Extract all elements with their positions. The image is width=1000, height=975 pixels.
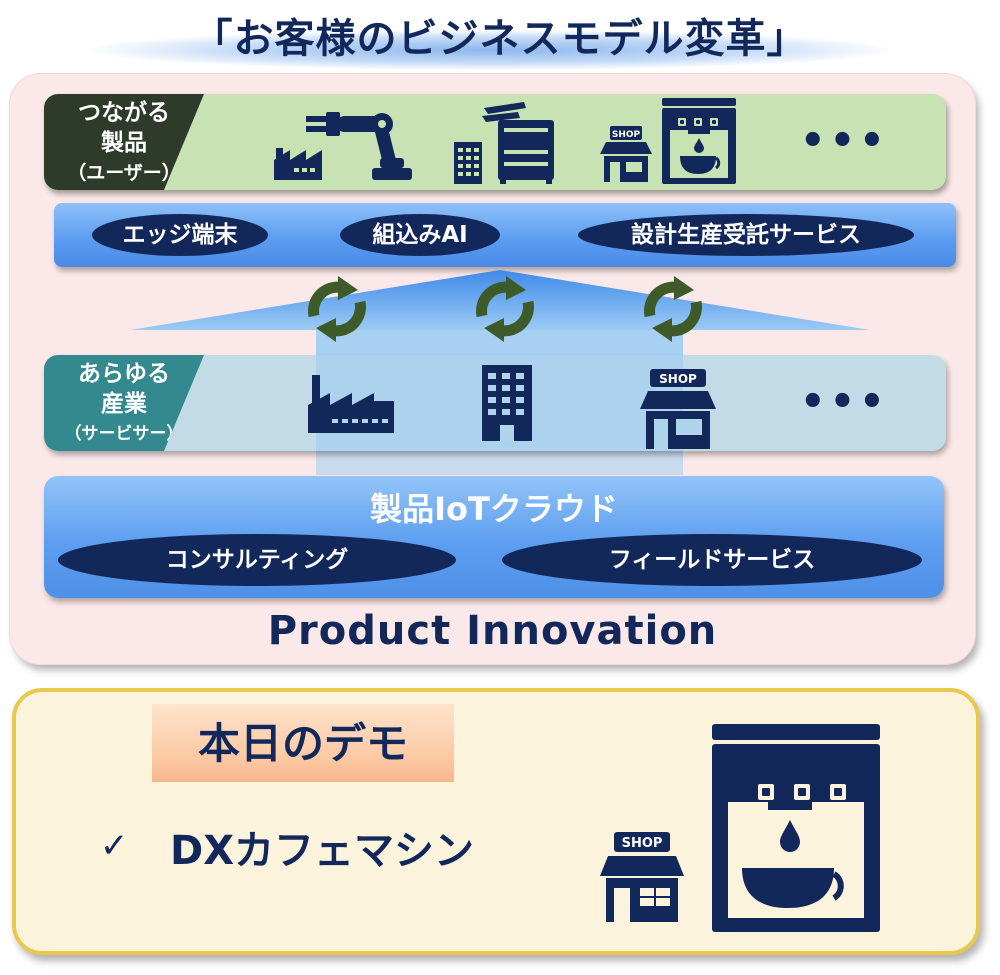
shop-sign-text: SHOP	[622, 836, 663, 851]
edge-device-pill: エッジ端末	[92, 214, 268, 256]
more-products-ellipsis: •••	[800, 118, 889, 164]
field-service-pill: フィールドサービス	[502, 534, 922, 586]
demo-title-background	[152, 704, 454, 782]
cycle-arrows-icon	[644, 276, 702, 342]
office-building-icon	[482, 365, 532, 441]
label-line-3: （サービサー）	[64, 424, 184, 444]
connected-products-label: つながる 製品 （ユーザー）	[44, 94, 204, 190]
shop-sign-text: SHOP	[612, 130, 641, 140]
label-line-2: 製品	[101, 130, 147, 156]
iot-cloud-title: 製品IoTクラウド	[370, 490, 618, 528]
connected-products-band: つながる 製品 （ユーザー）	[44, 94, 946, 190]
label-line-1: あらゆる	[78, 361, 170, 387]
product-innovation-label: Product Innovation	[267, 608, 718, 654]
cycle-arrows-icon	[476, 276, 534, 342]
iot-cloud-bar: 製品IoTクラウド コンサルティング フィールドサービス	[44, 476, 944, 598]
label-line-1: つながる	[78, 100, 170, 126]
shop-sign-text: SHOP	[659, 372, 697, 386]
coffee-machine-icon	[712, 724, 880, 932]
factory-icon	[308, 375, 394, 433]
shop-icon: SHOP	[640, 369, 716, 449]
shop-icon: SHOP	[600, 126, 652, 182]
page-title: 「お客様のビジネスモデル変革」	[192, 16, 808, 62]
industries-band: あらゆる 産業 （サービサー）	[44, 355, 946, 451]
factory-robot-arm-icon	[274, 112, 412, 180]
cycle-arrows-icon	[308, 276, 366, 342]
embedded-ai-pill: 組込みAI	[340, 214, 500, 256]
coffee-machine-icon	[662, 98, 736, 184]
edge-technology-bar: エッジ端末 組込みAI 設計生産受託サービス	[54, 203, 956, 267]
manufacturing-service-pill: 設計生産受託サービス	[578, 214, 914, 256]
demo-item: DXカフェマシン	[170, 828, 475, 874]
check-icon: ✓	[100, 826, 129, 866]
shop-icon: SHOP	[600, 832, 684, 922]
demo-title: 本日のデモ	[197, 719, 408, 768]
industries-label: あらゆる 産業 （サービサー）	[44, 355, 204, 451]
label-line-3: （ユーザー）	[67, 162, 181, 184]
title-glow	[90, 30, 890, 70]
more-industries-ellipsis: •••	[800, 379, 889, 425]
label-line-2: 産業	[101, 391, 147, 417]
consulting-pill: コンサルティング	[58, 534, 456, 586]
building-multifunction-printer-icon	[454, 102, 554, 184]
